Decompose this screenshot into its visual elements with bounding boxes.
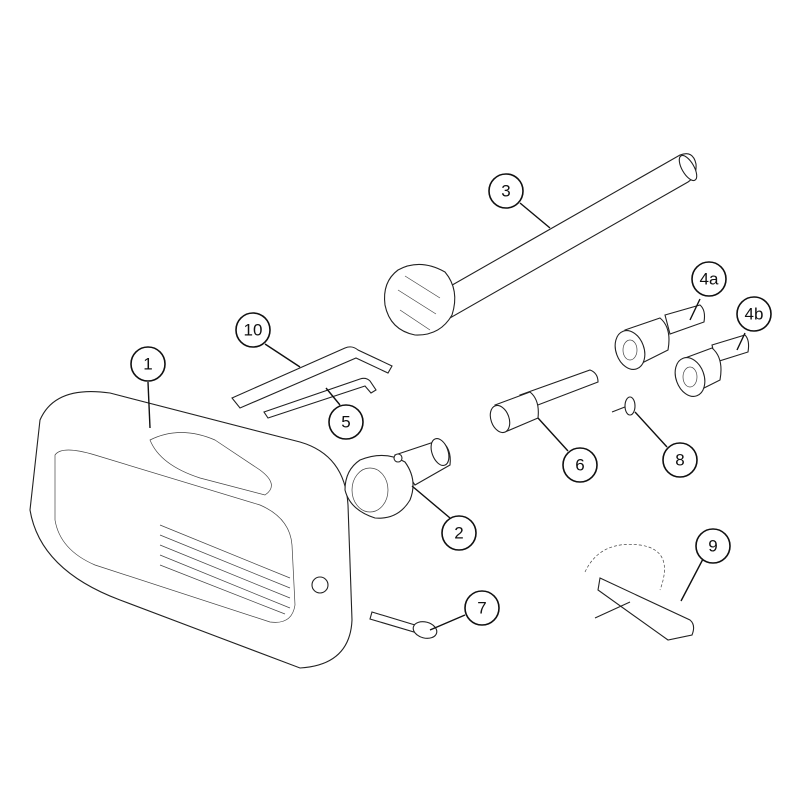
part-rod [383,153,698,336]
part-socket-shaft [489,369,599,434]
callout-3: 3 [488,173,551,229]
callout-8: 8 [634,411,698,478]
svg-text:9: 9 [708,537,717,556]
callout-5: 5 [325,387,364,440]
svg-text:2: 2 [454,524,463,543]
part-bushing-4b [674,334,750,397]
callout-9: 9 [680,528,731,602]
part-housing [29,390,353,669]
part-adapter-knob [344,438,451,519]
callout-6: 6 [537,417,598,483]
callout-7: 7 [429,590,500,631]
callout-4b: 4b [736,296,772,351]
svg-text:6: 6 [575,456,584,475]
part-bushing-4a [614,304,706,370]
svg-text:5: 5 [341,413,350,432]
part-pin [611,396,636,416]
part-key [369,611,438,639]
callout-2: 2 [411,485,477,551]
callout-10: 10 [235,312,301,368]
svg-text:1: 1 [143,355,152,374]
callout-1: 1 [130,346,166,429]
svg-text:8: 8 [675,451,684,470]
svg-text:10: 10 [244,321,263,340]
svg-text:4a: 4a [700,270,719,289]
part-hex-keys [231,346,393,419]
callout-4a: 4a [689,261,727,321]
svg-text:3: 3 [501,182,510,201]
svg-text:4b: 4b [745,305,764,324]
part-chain-tag [584,543,695,641]
svg-text:7: 7 [477,599,486,618]
